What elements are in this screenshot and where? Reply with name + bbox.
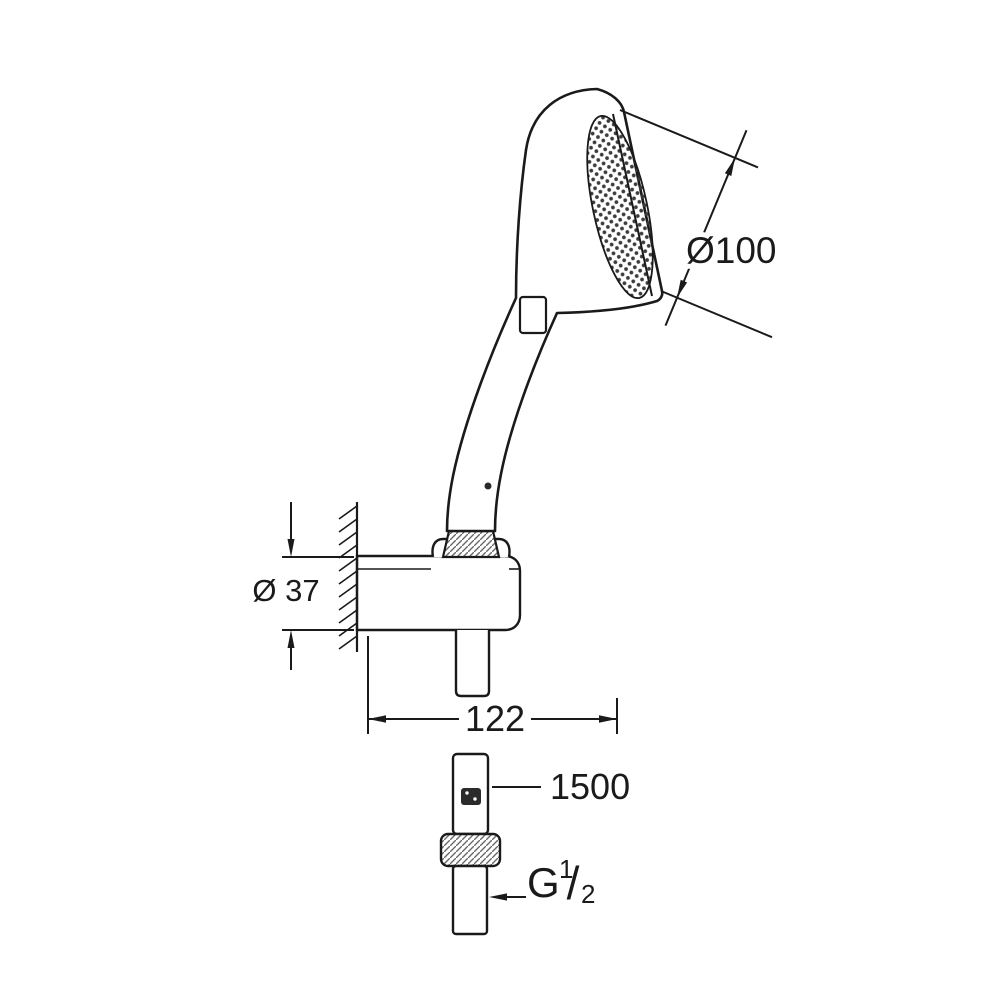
connector-detail-dot	[465, 791, 469, 795]
dimension-holder-offset	[367, 636, 618, 734]
hose-knurled-nut	[439, 832, 502, 868]
dim-holder-diameter-label: Ø 37	[252, 573, 319, 608]
extension-line	[619, 109, 759, 169]
hose-connector-detail	[461, 788, 481, 805]
dim-head-diameter-label: Ø100	[686, 230, 777, 271]
hose-lower-assembly	[439, 752, 502, 936]
arrowhead	[599, 715, 617, 723]
wall-holder	[355, 537, 522, 632]
arrowhead	[368, 715, 386, 723]
arrowhead	[287, 539, 295, 557]
arrowhead	[489, 893, 507, 901]
thread-label-slash: /	[567, 857, 580, 909]
arrowhead	[287, 630, 295, 648]
spray-face-rim-line	[612, 113, 653, 297]
thread-label-g: G	[527, 859, 560, 906]
handle-knurled-cone	[441, 529, 501, 559]
dim-holder-offset-label: 122	[465, 698, 525, 739]
thread-label-denominator: 2	[581, 879, 595, 909]
spray-face-dots	[586, 114, 654, 300]
dimension-head-diameter	[619, 109, 773, 339]
hose-upper-segment	[454, 630, 491, 698]
connector-detail-dot	[473, 797, 477, 801]
dim-hose-length-label: 1500	[550, 766, 630, 807]
head-latch-button	[518, 295, 548, 335]
dimension-thread	[489, 893, 526, 901]
thread-label-numerator: 1	[559, 854, 573, 884]
extension-line	[660, 290, 773, 339]
dimension-holder-diameter	[282, 502, 354, 670]
wall-hatching	[338, 505, 358, 650]
hose-end-tube	[451, 864, 489, 936]
holder-body	[355, 554, 522, 632]
handle-logo-mark	[484, 482, 492, 490]
arrowhead	[724, 158, 735, 176]
arrowhead	[677, 279, 688, 298]
hand-shower	[445, 87, 664, 533]
